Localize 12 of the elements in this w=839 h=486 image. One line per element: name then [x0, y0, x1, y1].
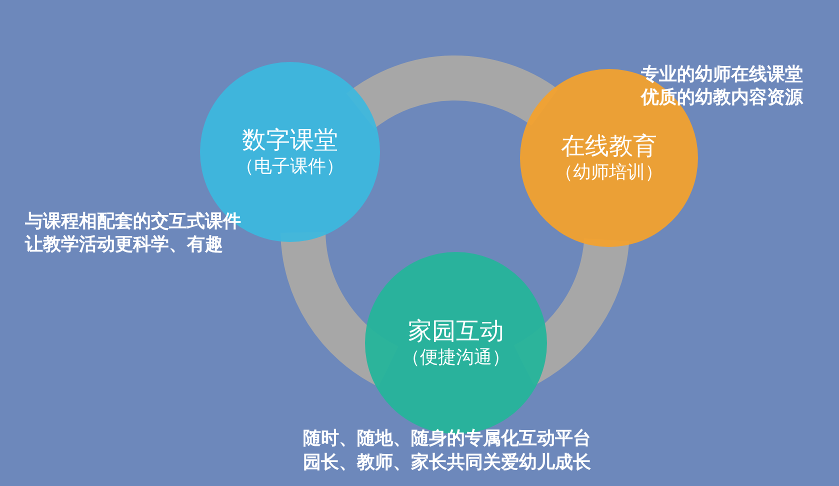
node-title: 在线教育: [561, 132, 657, 161]
node-subtitle: （电子课件）: [236, 154, 344, 178]
node-subtitle: （便捷沟通）: [402, 346, 510, 370]
caption-text: 随时、随地、随身的专属化互动平台: [303, 428, 591, 450]
node-title: 家园互动: [408, 316, 504, 346]
caption-text: 优质的幼教内容资源: [641, 87, 803, 109]
caption-text: 让教学活动更科学、有趣: [25, 234, 223, 256]
node-subtitle: （幼师培训）: [555, 160, 663, 184]
caption-text: 园长、教师、家长共同关爱幼儿成长: [303, 452, 591, 474]
node-title: 数字课堂: [242, 126, 338, 155]
caption-text: 专业的幼师在线课堂: [641, 64, 803, 86]
caption-text: 与课程相配套的交互式课件: [25, 211, 241, 233]
